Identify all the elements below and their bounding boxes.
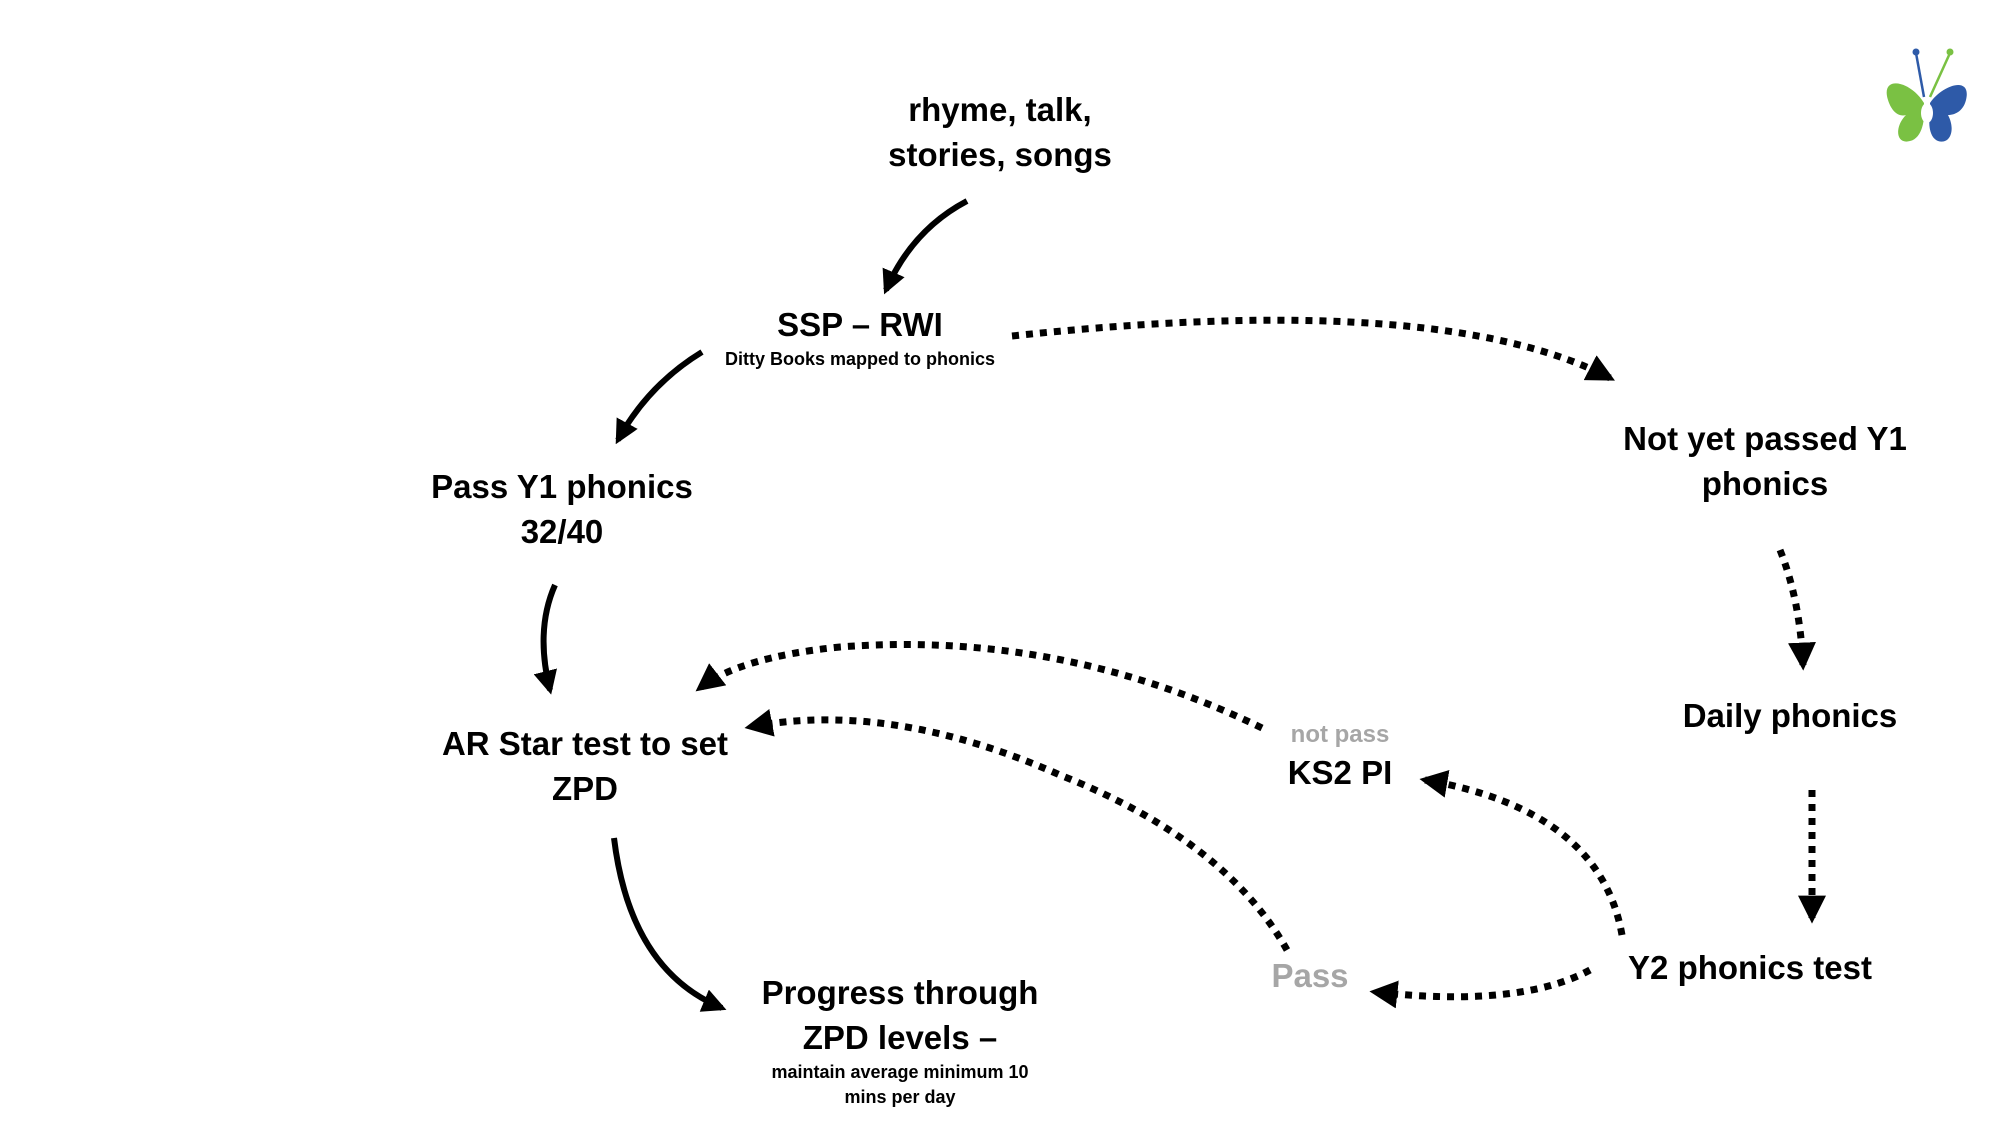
arrow-ssp-to-notpassed xyxy=(1011,316,1615,382)
node-ar-star-line1: AR Star test to set xyxy=(441,725,729,762)
logo xyxy=(1880,45,1970,145)
node-ks2-pi-note: not pass xyxy=(1290,721,1390,748)
node-progress-note1: maintain average minimum 10 xyxy=(771,1062,1029,1082)
node-progress-line1: Progress through xyxy=(761,974,1039,1011)
arrow-ks2-to-ar xyxy=(695,640,1264,732)
arrow-y2-to-pass xyxy=(1369,966,1592,1009)
arrow-start-to-ssp xyxy=(882,198,969,295)
butterfly-icon xyxy=(1886,48,1967,142)
arrow-ssp-to-pass xyxy=(615,349,704,445)
node-start-line2: stories, songs xyxy=(888,136,1112,173)
node-ks2-pi: not pass KS2 PI xyxy=(1220,720,1460,795)
node-ar-star-line2: ZPD xyxy=(552,770,618,807)
node-progress: Progress through ZPD levels – maintain a… xyxy=(740,970,1060,1110)
node-pass-y1-line1: Pass Y1 phonics xyxy=(431,468,693,505)
arrow-y2-to-ks2 xyxy=(1419,769,1626,936)
node-ks2-pi-label: KS2 PI xyxy=(1287,754,1393,791)
node-progress-note2: mins per day xyxy=(844,1087,956,1107)
node-pass: Pass xyxy=(1230,953,1390,998)
arrow-notpassed-to-daily xyxy=(1776,548,1816,671)
node-pass-y1: Pass Y1 phonics 32/40 xyxy=(402,464,722,554)
node-pass-label: Pass xyxy=(1271,957,1349,994)
arrow-pass-to-ar xyxy=(744,709,1291,952)
node-ar-star: AR Star test to set ZPD xyxy=(415,721,755,811)
node-not-passed-y1: Not yet passed Y1 phonics xyxy=(1585,416,1945,506)
node-progress-line2: ZPD levels – xyxy=(802,1019,998,1056)
node-ssp: SSP – RWI Ditty Books mapped to phonics xyxy=(700,302,1020,372)
node-ssp-subtitle: Ditty Books mapped to phonics xyxy=(724,349,996,369)
node-y2-test: Y2 phonics test xyxy=(1590,945,1910,990)
node-daily-phonics-label: Daily phonics xyxy=(1682,697,1898,734)
node-pass-y1-line2: 32/40 xyxy=(520,513,604,550)
node-start-line1: rhyme, talk, xyxy=(908,91,1092,128)
node-not-passed-y1-line2: phonics xyxy=(1701,465,1829,502)
node-daily-phonics: Daily phonics xyxy=(1640,693,1940,738)
node-ssp-title: SSP – RWI xyxy=(777,306,943,343)
arrow-ar-to-progress xyxy=(611,837,727,1012)
node-not-passed-y1-line1: Not yet passed Y1 xyxy=(1623,420,1907,457)
arrow-pass-to-ar xyxy=(533,583,558,695)
node-y2-test-label: Y2 phonics test xyxy=(1628,949,1872,986)
node-start: rhyme, talk, stories, songs xyxy=(840,87,1160,177)
